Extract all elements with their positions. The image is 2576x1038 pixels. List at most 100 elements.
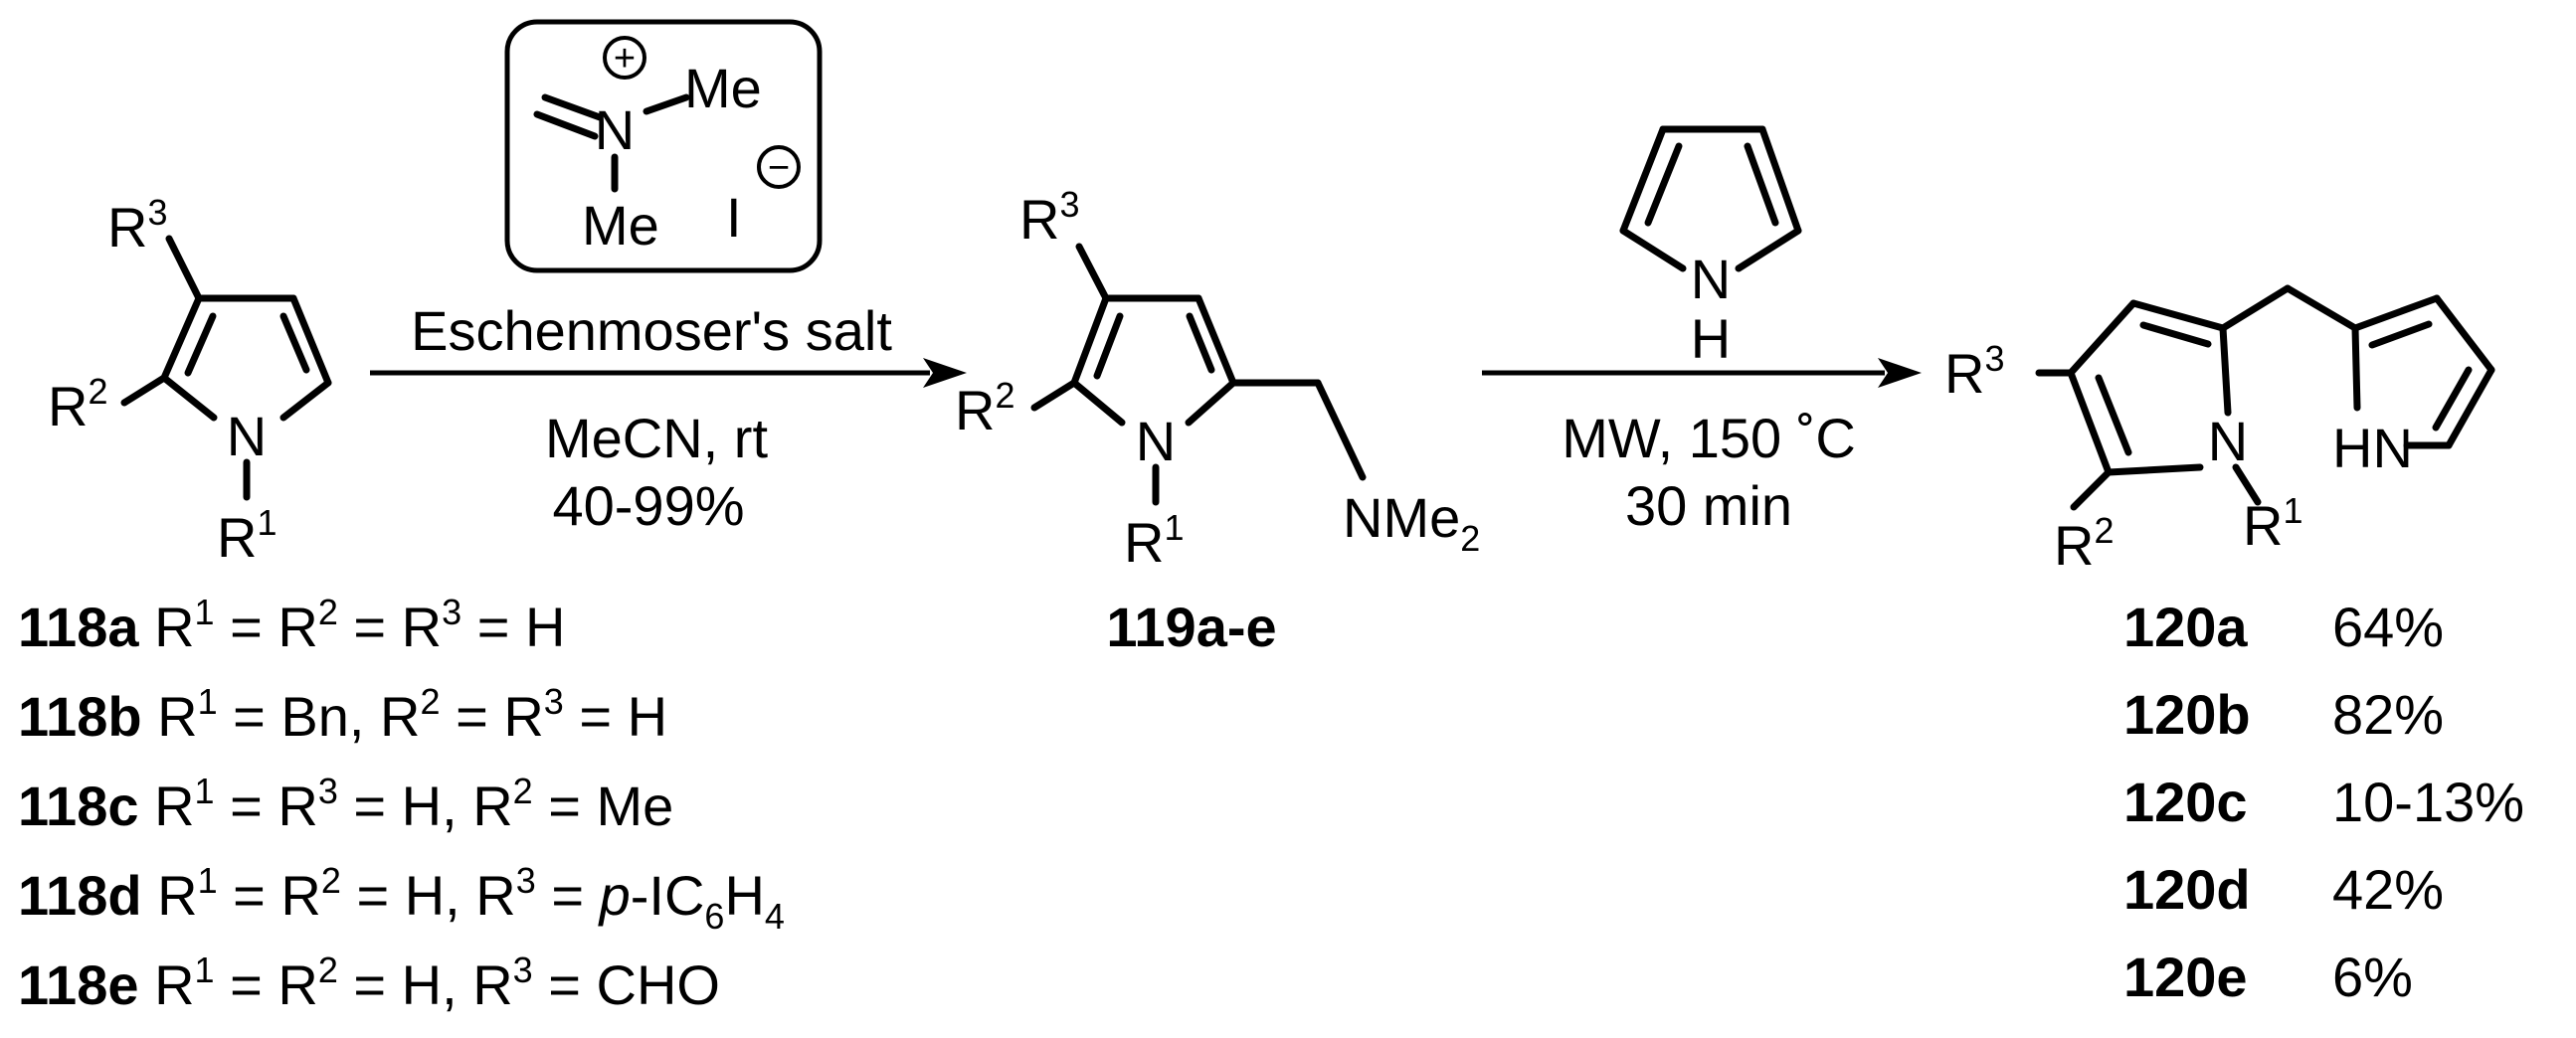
product-yield: 42% bbox=[2332, 858, 2444, 921]
substrate-text: p bbox=[598, 864, 631, 927]
n-atom: N bbox=[2208, 410, 2248, 472]
substrate-id: 118b bbox=[18, 685, 142, 748]
bond-120-prime-n-c2 bbox=[2351, 324, 2361, 412]
substrate-id: 118a bbox=[18, 596, 139, 658]
reagent-name: Eschenmoser's salt bbox=[411, 299, 892, 362]
bond-120-n-c2 bbox=[2105, 463, 2204, 476]
bond-120-c4-c5 bbox=[2129, 299, 2227, 332]
substrate-text: 2 bbox=[513, 771, 533, 811]
compound-119-label: 119a-e bbox=[1106, 596, 1276, 658]
pyrrole-inner-right bbox=[1744, 142, 1779, 227]
n-atom: N bbox=[1136, 410, 1176, 472]
reaction-arrow-1: Eschenmoser's salt MeCN, rt 40-99% bbox=[370, 299, 967, 537]
bond-120-prime-c4-c5 bbox=[2445, 366, 2495, 449]
substrate-text: 3 bbox=[442, 592, 461, 632]
substrate-text: = R bbox=[215, 596, 318, 658]
substrate-line: 118c R1 = R3 = H, R2 = Me bbox=[18, 771, 673, 837]
product-id: 120d bbox=[2123, 858, 2251, 921]
r3-label: R3 bbox=[1944, 338, 2004, 405]
substrate-text: R bbox=[157, 864, 197, 927]
reagent-me-bottom: Me bbox=[582, 194, 659, 257]
substrate-text: R bbox=[157, 685, 197, 748]
substrate-text: R bbox=[154, 775, 194, 837]
arrow-2-head bbox=[1878, 358, 1922, 388]
substrate-text: = CHO bbox=[533, 953, 720, 1016]
substrate-text: = H, R bbox=[338, 775, 513, 837]
substrate-text: R bbox=[154, 953, 194, 1016]
substrate-line: 118d R1 = R2 = H, R3 = p-IC6H4 bbox=[18, 860, 785, 937]
bond-c4-c5-inner bbox=[279, 312, 310, 374]
minus-charge: − bbox=[768, 147, 790, 189]
substrate-text: = Me bbox=[533, 775, 674, 837]
product-yield: 10-13% bbox=[2332, 771, 2524, 833]
substrate-text: = Bn, R bbox=[218, 685, 421, 748]
substrate-text: 2 bbox=[420, 681, 440, 722]
substrate-text: 3 bbox=[513, 950, 533, 990]
compound-118-structure: R3 R2 N R1 bbox=[48, 192, 332, 569]
bond-119-c2-c3 bbox=[1070, 294, 1110, 387]
compound-120-structure: R3 N HN R2 R1 bbox=[1944, 284, 2495, 577]
substrate-text: 1 bbox=[198, 681, 218, 722]
substrate-text: 4 bbox=[765, 896, 785, 937]
iodide-atom: I bbox=[726, 186, 742, 249]
bond-c2-r2 bbox=[120, 374, 168, 407]
reagent-me-right: Me bbox=[684, 57, 762, 119]
bond-119-c5-n bbox=[1185, 379, 1237, 427]
r1-label: R1 bbox=[2243, 490, 2302, 557]
substrate-text: 3 bbox=[516, 860, 536, 901]
reaction-arrow-2: MW, 150 ˚C 30 min bbox=[1482, 358, 1922, 537]
substrate-id: 118d bbox=[18, 864, 142, 927]
substrate-id: 118e bbox=[18, 953, 139, 1016]
plus-charge: + bbox=[614, 38, 636, 80]
product-id: 120a bbox=[2123, 596, 2248, 658]
solvent-conditions: MeCN, rt bbox=[545, 407, 768, 469]
bond-119-ch2-n bbox=[1314, 379, 1367, 481]
product-id: 120e bbox=[2123, 946, 2248, 1008]
reagent-n-atom: N bbox=[595, 98, 635, 161]
substrate-text: = H, R bbox=[341, 864, 516, 927]
r2-label: R2 bbox=[2054, 510, 2114, 577]
minus-charge-circle bbox=[757, 145, 801, 189]
bond-120-prime-inner-top bbox=[2368, 320, 2433, 349]
substrate-text: = H bbox=[564, 685, 667, 748]
bond-120-c4-c5-inner bbox=[2139, 321, 2212, 348]
bond-c2-c3-inner bbox=[184, 312, 217, 377]
substrate-text: 3 bbox=[544, 681, 564, 722]
pyrrole-h-atom: H bbox=[1691, 307, 1731, 370]
r2-label: R2 bbox=[48, 371, 107, 437]
bond-119-c4-c5-inner bbox=[1186, 312, 1215, 374]
reagent-double-bond-outer bbox=[541, 93, 604, 121]
substrate-text: = R bbox=[218, 864, 321, 927]
bond-119-n-c2 bbox=[1070, 379, 1126, 427]
pyrrole-bond-right-n bbox=[1735, 227, 1802, 272]
bond-120-c5-n bbox=[2219, 324, 2232, 417]
bond-c3-r3 bbox=[165, 235, 203, 302]
product-yield: 6% bbox=[2332, 946, 2413, 1008]
substrate-line: 118a R1 = R2 = R3 = H bbox=[18, 592, 565, 658]
n-atom: N bbox=[227, 405, 267, 467]
substrate-text: = H bbox=[461, 596, 565, 658]
product-yield: 82% bbox=[2332, 683, 2444, 746]
step2-conditions: MW, 150 ˚C bbox=[1562, 407, 1856, 469]
bond-120-prime-inner-right bbox=[2432, 366, 2473, 432]
pyrrole-reagent-structure: N H bbox=[1619, 125, 1802, 370]
reagent-box bbox=[504, 19, 823, 273]
step1-yield: 40-99% bbox=[552, 474, 744, 537]
step2-time: 30 min bbox=[1625, 474, 1792, 537]
substrate-text: 2 bbox=[318, 592, 338, 632]
bond-120-prime-c2-c3 bbox=[2351, 294, 2441, 332]
substrate-text: 1 bbox=[195, 592, 215, 632]
pyrrole-bond-left bbox=[1619, 125, 1667, 235]
substrate-text: 2 bbox=[321, 860, 341, 901]
substrate-text: 1 bbox=[195, 950, 215, 990]
bond-120-c3-c4 bbox=[2067, 299, 2137, 377]
compound-119-structure: R3 R2 N R1 NMe2 119a-e bbox=[955, 184, 1480, 658]
bond-119-c2-r2 bbox=[1030, 379, 1078, 412]
eschenmoser-salt-structure: + N Me Me I − bbox=[504, 19, 823, 273]
substrate-text: = R bbox=[338, 596, 442, 658]
product-id: 120b bbox=[2123, 683, 2251, 746]
substrate-text: = R bbox=[215, 775, 318, 837]
